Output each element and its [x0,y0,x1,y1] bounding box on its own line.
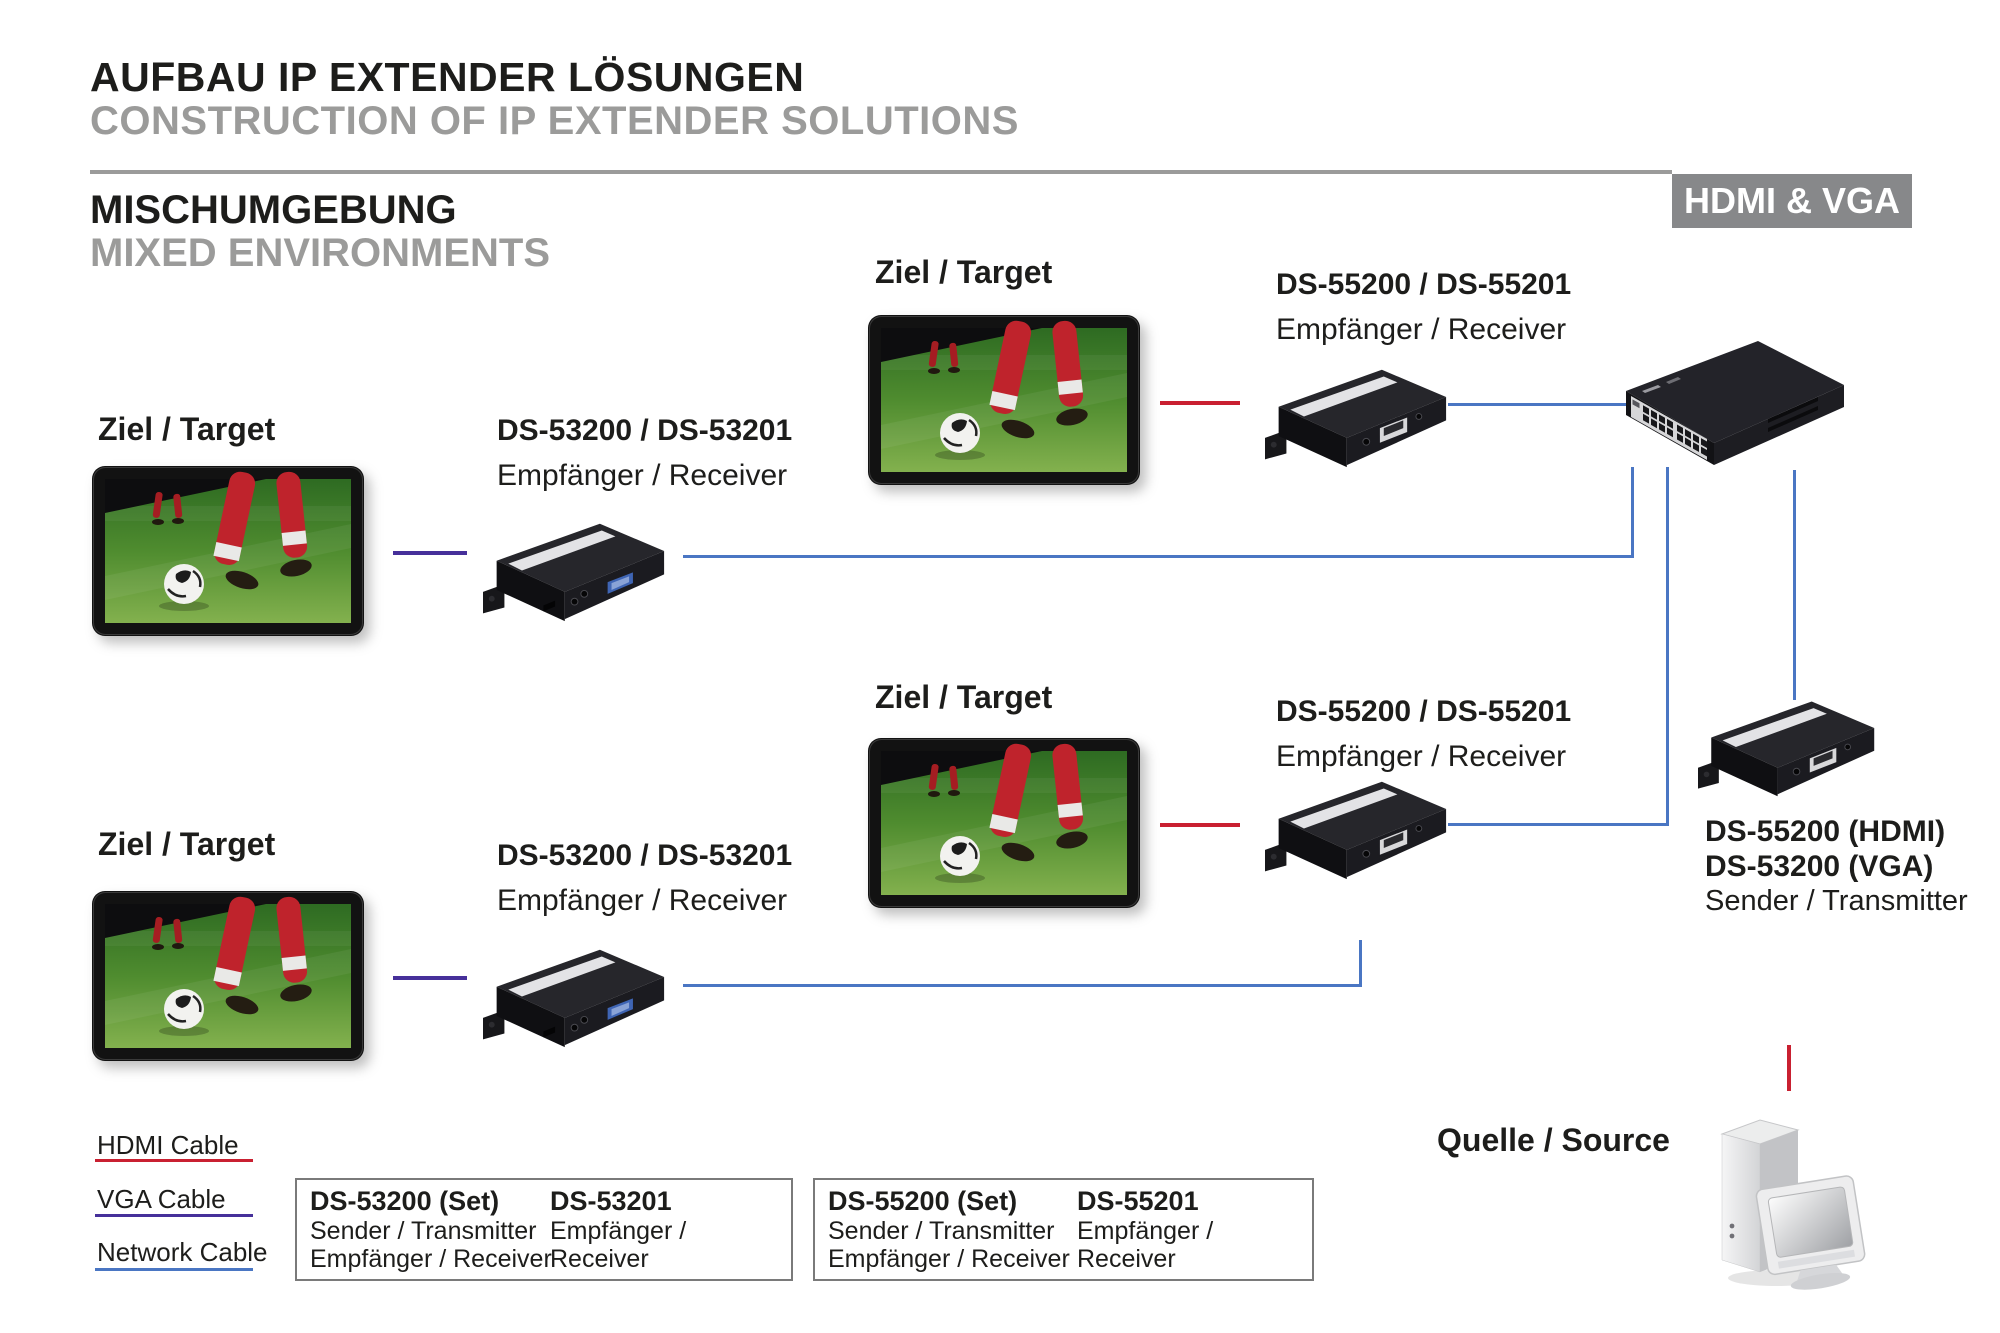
product-box-column: DS-53201 Empfänger / Receiver [550,1187,791,1273]
product-title: DS-55201 [1077,1186,1199,1216]
legend-network-line [95,1268,253,1271]
network-cable-line [683,984,1362,987]
receiver-device-ds53 [483,512,668,627]
hdmi-cable-line-source [1787,1045,1791,1091]
product-set-line: Empfänger / Receiver [828,1245,1070,1273]
product-box-column: DS-55201 Empfänger / Receiver [1077,1187,1312,1273]
header-divider [90,170,1672,174]
product-set-title: DS-53200 (Set) [310,1186,500,1216]
page-title-german: AUFBAU IP EXTENDER LÖSUNGEN [90,54,805,100]
target-label: Ziel / Target [98,411,276,447]
section-title-english: MIXED ENVIRONMENTS [90,231,551,275]
network-cable-line [1793,470,1796,700]
legend-hdmi-line [95,1159,253,1162]
product-box-ds53200: DS-53200 (Set) Sender / Transmitter Empf… [295,1178,793,1281]
target-label: Ziel / Target [98,826,276,862]
receiver-device-ds55 [1265,770,1450,885]
receiver-device-ds53 [483,938,668,1053]
network-switch [1618,333,1850,469]
legend-hdmi-label: HDMI Cable [97,1130,239,1160]
receiver-model: DS-53200 / DS-53201 [497,414,793,447]
hdmi-vga-badge: HDMI & VGA [1672,174,1912,228]
network-cable-line [1448,823,1669,826]
receiver-role: Empfänger / Receiver [497,459,788,492]
transmitter-model-hdmi: DS-55200 (HDMI) [1705,815,1946,848]
legend-vga-line [95,1214,253,1217]
receiver-role: Empfänger / Receiver [497,884,788,917]
vga-cable-line [393,976,467,980]
target-label: Ziel / Target [875,679,1053,715]
product-set-line: Sender / Transmitter [310,1217,537,1245]
product-set-line: Sender / Transmitter [828,1217,1055,1245]
receiver-label-ds53: DS-53200 / DS-53201 Empfänger / Receiver [497,408,792,498]
network-cable-line [1448,403,1626,406]
transmitter-role: Sender / Transmitter [1705,885,1968,917]
receiver-label-ds55: DS-55200 / DS-55201 Empfänger / Receiver [1276,262,1571,352]
target-label: Ziel / Target [875,254,1053,290]
target-monitor [868,738,1140,908]
receiver-model: DS-55200 / DS-55201 [1276,268,1572,301]
vga-cable-line [393,551,467,555]
product-box-column: DS-53200 (Set) Sender / Transmitter Empf… [310,1187,552,1273]
network-cable-line [683,555,1634,558]
source-label: Quelle / Source [1437,1122,1670,1158]
legend-vga-label: VGA Cable [97,1184,226,1214]
receiver-role: Empfänger / Receiver [1276,740,1567,773]
receiver-model: DS-53200 / DS-53201 [497,839,793,872]
product-set-line: Empfänger / Receiver [310,1245,552,1273]
product-box-ds55200: DS-55200 (Set) Sender / Transmitter Empf… [813,1178,1314,1281]
transmitter-model-vga: DS-53200 (VGA) [1705,850,1934,883]
receiver-model: DS-55200 / DS-55201 [1276,695,1572,728]
receiver-device-ds55 [1265,358,1450,473]
target-monitor [92,891,364,1061]
network-cable-line [1631,467,1634,558]
network-cable-line [1666,467,1669,826]
product-set-title: DS-55200 (Set) [828,1186,1018,1216]
network-cable-line [1359,940,1362,987]
hdmi-cable-line [1160,823,1240,827]
product-box-column: DS-55200 (Set) Sender / Transmitter Empf… [828,1187,1070,1273]
target-monitor [868,315,1140,485]
receiver-role: Empfänger / Receiver [1276,313,1567,346]
legend-network-label: Network Cable [97,1237,268,1267]
receiver-label-ds53: DS-53200 / DS-53201 Empfänger / Receiver [497,833,792,923]
receiver-label-ds55: DS-55200 / DS-55201 Empfänger / Receiver [1276,689,1571,779]
source-computer [1700,1100,1872,1292]
product-line: Empfänger / Receiver [1077,1217,1214,1273]
transmitter-label: DS-55200 (HDMI) DS-53200 (VGA) Sender / … [1705,814,1968,919]
page-title-english: CONSTRUCTION OF IP EXTENDER SOLUTIONS [90,99,1019,143]
hdmi-cable-line [1160,401,1240,405]
product-title: DS-53201 [550,1186,672,1216]
target-monitor [92,466,364,636]
section-title-german: MISCHUMGEBUNG [90,188,457,232]
product-line: Empfänger / Receiver [550,1217,687,1273]
transmitter-device [1698,690,1878,802]
